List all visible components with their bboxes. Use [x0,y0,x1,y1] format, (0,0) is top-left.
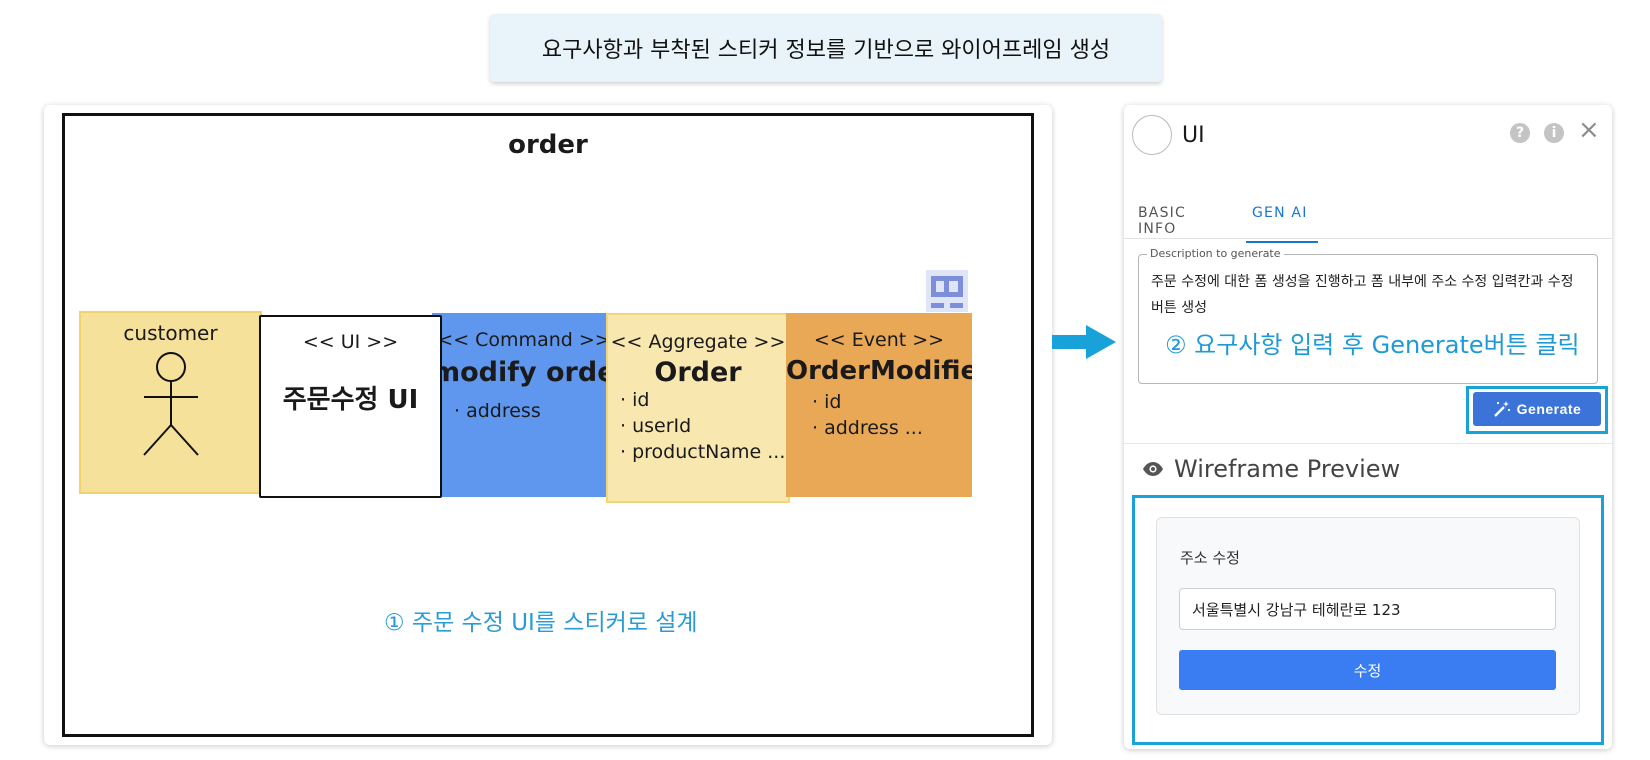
top-banner: 요구사항과 부착된 스티커 정보를 기반으로 와이어프레임 생성 [490,14,1162,82]
ui-stereotype: << UI >> [302,331,399,353]
preview-field-label: 주소 수정 [1180,549,1240,567]
generate-label: Generate [1516,401,1582,417]
address-input[interactable] [1179,588,1556,630]
aggregate-attributes: · id · userId · productName ... [608,387,788,465]
generate-step-note: ② 요구사항 입력 후 Generate버튼 클릭 [1165,331,1580,359]
command-stereotype: << Command >> [437,329,611,351]
arrow-right-icon [1052,325,1116,359]
ui-property-panel: UI ? i × BASIC INFO GEN AI Description t… [1124,105,1612,749]
event-name: OrderModified [786,356,972,386]
command-sticker[interactable]: << Command >> modify order · address [432,313,616,497]
banner-text: 요구사항과 부착된 스티커 정보를 기반으로 와이어프레임 생성 [541,38,1111,63]
aggregate-attr: · userId [620,415,692,437]
frame-title: order [508,130,588,160]
bounded-context-frame[interactable]: order [62,113,1034,737]
event-attr: · address ... [812,417,923,439]
preview-title: Wireframe Preview [1174,455,1401,483]
event-attr: · id [812,391,842,413]
magic-wand-icon [1493,401,1510,417]
stick-figure-icon [142,352,199,456]
command-attributes: · address [432,400,616,422]
eye-icon [1143,462,1163,476]
event-sticker[interactable]: << Event >> OrderModified · id · address… [786,313,972,497]
description-label: Description to generate [1147,247,1284,260]
ui-name: 주문수정 UI [282,385,419,415]
section-divider [1124,443,1612,444]
actor-label: customer [123,321,218,345]
ui-sticker[interactable]: << UI >> 주문수정 UI [259,315,442,498]
aggregate-sticker[interactable]: << Aggregate >> Order · id · userId · pr… [606,313,790,503]
generate-button[interactable]: Generate [1473,392,1601,426]
info-circle-icon[interactable]: i [1544,123,1564,143]
tab-gen-ai[interactable]: GEN AI [1246,205,1318,243]
tab-basic-info[interactable]: BASIC INFO [1138,205,1186,237]
description-input[interactable]: 주문 수정에 대한 폼 생성을 진행하고 폼 내부에 주소 수정 입력칸과 수정… [1151,274,1574,316]
actor-sticker[interactable]: customer [79,311,262,494]
generate-highlight [1466,386,1608,434]
panel-title: UI [1182,123,1205,148]
event-attributes: · id · address ... [786,389,972,441]
aggregate-stereotype: << Aggregate >> [610,331,786,353]
preview-highlight [1132,495,1604,745]
aggregate-attr: · productName ... [620,441,786,463]
question-circle-icon[interactable]: ? [1510,123,1530,143]
description-field[interactable]: Description to generate 주문 수정에 대한 폼 생성을 … [1138,247,1598,384]
command-name: modify order [432,357,616,388]
preview-header: Wireframe Preview [1142,449,1400,489]
aggregate-name: Order [654,357,742,388]
tab-divider [1124,238,1612,239]
avatar [1132,115,1172,155]
canvas-step-note: ① 주문 수정 UI를 스티커로 설계 [384,610,698,636]
grid-icon[interactable] [926,270,968,312]
close-icon[interactable]: × [1578,115,1600,145]
modify-button[interactable]: 수정 [1179,650,1556,690]
aggregate-attr: · id [620,389,650,411]
grid-icon-graphic [931,276,963,308]
command-attr: · address [454,400,541,422]
event-stereotype: << Event >> [813,329,945,351]
